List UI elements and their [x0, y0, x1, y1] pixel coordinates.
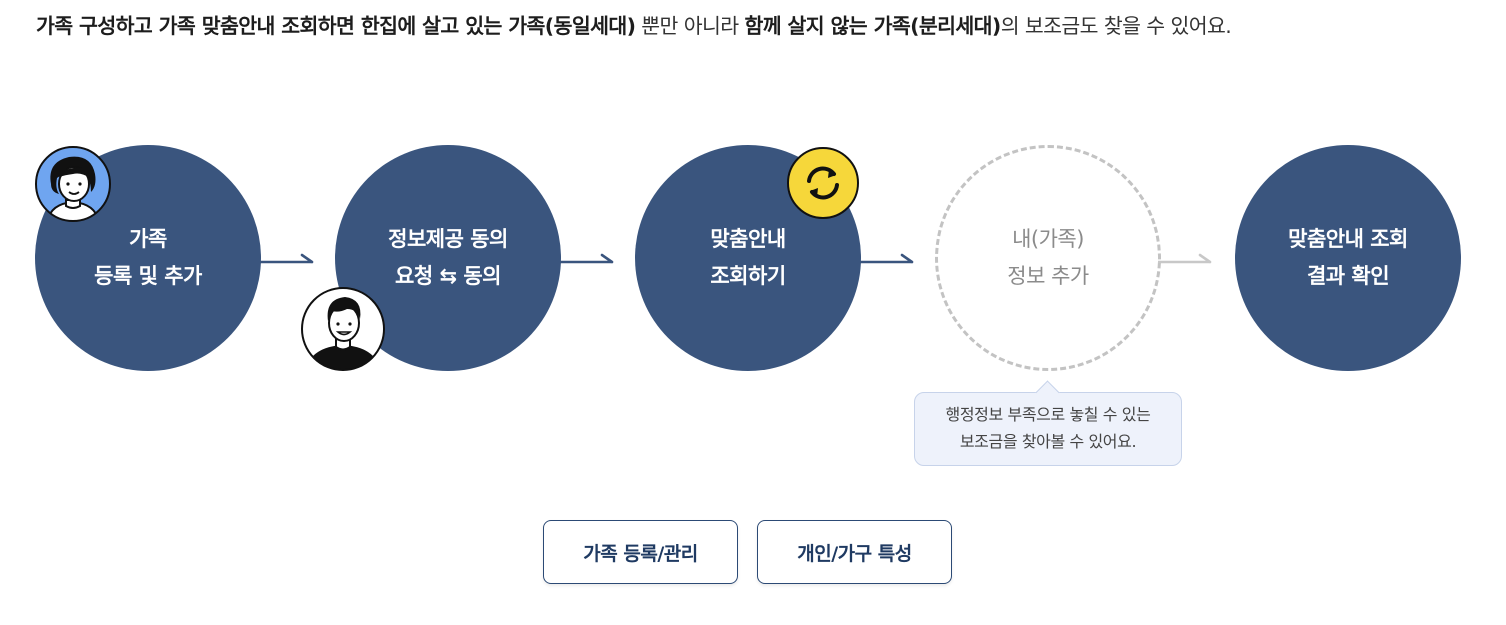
info-tooltip: 행정정보 부족으로 놓칠 수 있는 보조금을 찾아볼 수 있어요. [914, 380, 1182, 466]
step-add-info: 내(가족) 정보 추가 [935, 145, 1161, 371]
family-manage-button[interactable]: 가족 등록/관리 [543, 520, 738, 584]
step-4-line-2: 정보 추가 [1007, 264, 1089, 288]
personal-traits-button[interactable]: 개인/가구 특성 [757, 520, 952, 584]
step-2-line-1: 정보제공 동의 [388, 227, 508, 251]
headline-part-2: 뿐만 아니라 [635, 14, 745, 38]
step-2-line-2: 요청 ⇆ 동의 [395, 264, 502, 288]
tooltip-line-1: 행정정보 부족으로 놓칠 수 있는 [945, 405, 1151, 424]
step-5-line-1: 맞춤안내 조회 [1288, 227, 1408, 251]
avatar-woman-icon [35, 146, 111, 222]
arrow-right-icon [260, 253, 314, 264]
step-result-check: 맞춤안내 조회 결과 확인 [1235, 145, 1461, 371]
step-3-line-1: 맞춤안내 [710, 227, 786, 251]
step-3-line-2: 조회하기 [710, 264, 786, 288]
refresh-icon [787, 147, 859, 219]
arrow-right-icon [560, 253, 614, 264]
step-1-line-1: 가족 [129, 227, 167, 251]
headline-text: 가족 구성하고 가족 맞춤안내 조회하면 한집에 살고 있는 가족(동일세대) … [36, 10, 1476, 42]
step-1-line-2: 등록 및 추가 [94, 264, 202, 288]
avatar-man-icon [301, 287, 385, 371]
arrow-right-icon [1158, 253, 1212, 264]
step-4-line-1: 내(가족) [1012, 227, 1084, 251]
headline-part-1: 가족 구성하고 가족 맞춤안내 조회하면 한집에 살고 있는 가족(동일세대) [36, 14, 636, 38]
step-5-line-2: 결과 확인 [1306, 264, 1390, 288]
headline-part-3: 함께 살지 않는 가족(분리세대) [744, 14, 1001, 38]
headline-part-4: 의 보조금도 찾을 수 있어요. [1000, 14, 1232, 38]
arrow-right-icon [860, 253, 914, 264]
tooltip-line-2: 보조금을 찾아볼 수 있어요. [959, 432, 1137, 451]
